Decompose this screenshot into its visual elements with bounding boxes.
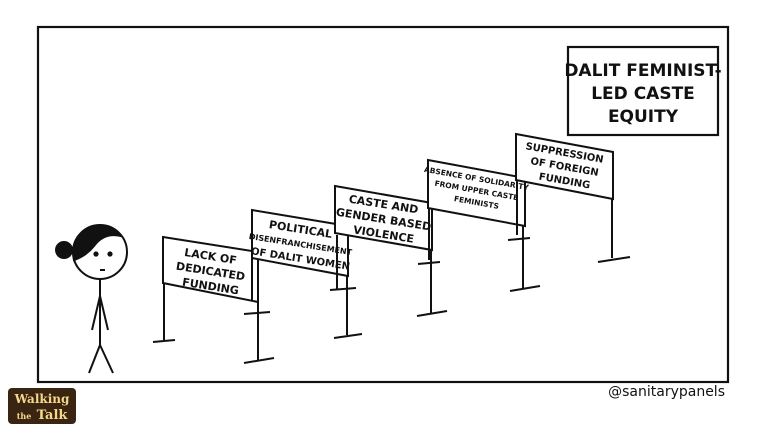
hurdle-3-crossbar [417,261,441,265]
hurdle-1-foot-right [243,357,275,364]
hurdle-1 [152,235,275,364]
goal-line-1: DALIT FEMINIST- [564,61,721,81]
figure-hair [71,224,124,262]
hurdle-1-crossbar [243,311,271,315]
hurdle-5 [515,132,631,263]
hurdle-4-crossbar [507,237,531,241]
logo-line-2: the [17,411,32,421]
hurdle-5-foot-right [597,256,631,263]
figure-leg-right [99,344,114,374]
hurdle-2-crossbar [329,287,357,291]
hurdle-3 [334,184,448,317]
hurdle-3-sign [334,184,433,252]
logo-background [8,388,76,424]
hurdle-2 [251,208,363,339]
hurdle-2-sign [251,208,349,278]
artist-credit: @sanitarypanels [608,384,725,400]
hurdle-5-sign [515,132,614,201]
walking-the-talk-logo: Walking the Talk [8,388,76,424]
hurdle-1-foot-left [152,339,176,343]
hurdle-4 [427,158,541,292]
logo-line-1: Walking [14,392,70,406]
figure-eye-left [93,251,99,257]
goal-line-2: LED CASTE [591,84,695,104]
figure-leg-left [88,344,101,374]
figure-eye-right [107,251,113,257]
figure-hair-bun [55,241,73,259]
hurdle-3-foot-right [416,310,448,317]
hurdle-1-sign [162,235,259,304]
stick-figure [55,224,128,374]
hurdle-4-sign [427,158,526,228]
hurdle-2-foot-right [333,333,363,339]
goal-box-border [566,45,720,137]
goal-box: DALIT FEMINIST- LED CASTE EQUITY [564,45,722,137]
hurdle-4-foot-right [509,285,541,292]
figure-arm-right [99,295,109,331]
logo-line-3: Talk [37,408,69,423]
figure-arm-left [91,295,101,331]
goal-line-3: EQUITY [608,107,679,127]
